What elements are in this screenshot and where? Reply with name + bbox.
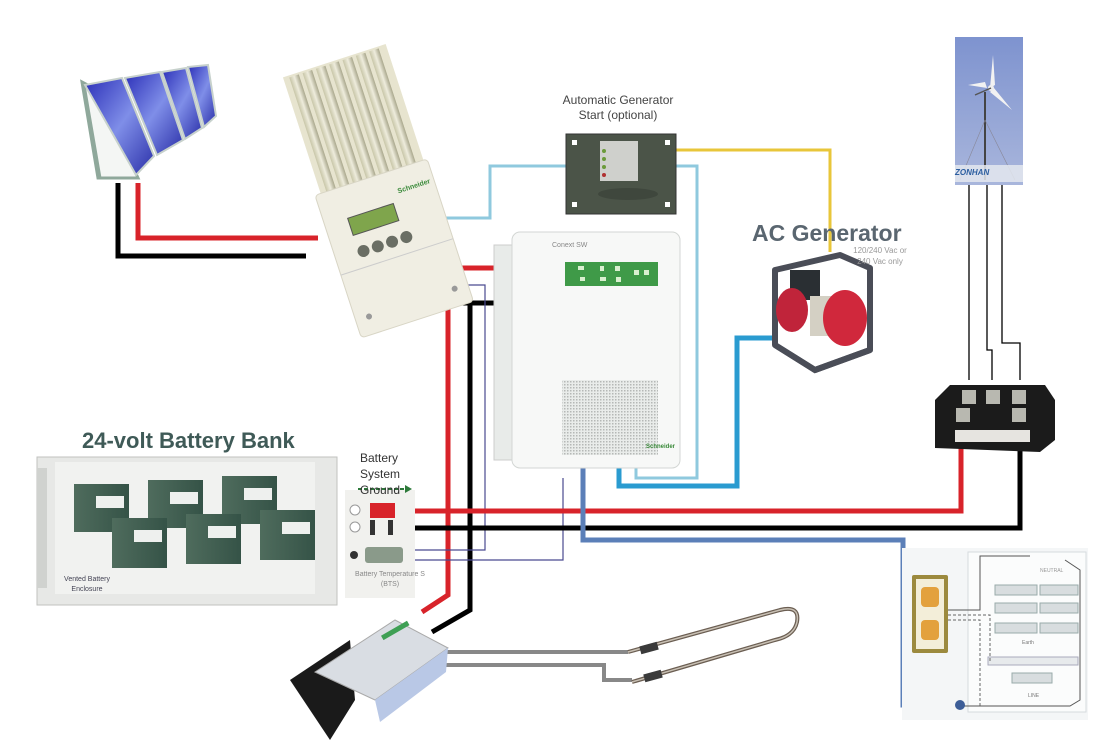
mppt-button-3[interactable] — [384, 234, 399, 249]
earth-label: Earth — [1022, 640, 1034, 646]
wires — [115, 148, 1023, 708]
mppt-charge-controller: Schneider — [282, 44, 473, 338]
wire-diversion-negative — [430, 303, 473, 635]
wire-network-ags-inverter — [634, 164, 699, 480]
ags-title: Automatic Generator Start (optional) — [548, 93, 688, 123]
diversion-controller — [290, 619, 449, 740]
solar-panel-2 — [123, 70, 185, 157]
bts-label: Battery Temperature S (BTS) — [350, 570, 430, 590]
ground-label-line1: Battery — [360, 451, 399, 465]
enclosure-label-line1: Vented Battery — [64, 576, 110, 583]
breaker[interactable] — [1039, 584, 1079, 596]
solar-panel-3 — [160, 66, 204, 141]
ac-generator-voltage-note: 120/240 Vac or 240 Vac only — [845, 245, 915, 267]
wire-diversion-positive — [420, 268, 451, 615]
ground-label-line3: Ground — [360, 483, 401, 497]
battery-unit — [112, 518, 167, 568]
ac-generator — [772, 252, 873, 374]
breaker[interactable] — [1039, 622, 1079, 634]
outlet-receptacle[interactable] — [921, 587, 939, 607]
breaker[interactable] — [994, 584, 1038, 596]
bts-label-line2: (BTS) — [380, 581, 400, 588]
solar-panel-1 — [83, 76, 156, 177]
battery-terminal-block — [345, 485, 415, 598]
svg-text:Schneider: Schneider — [646, 444, 676, 450]
ground-label-line2: System — [360, 467, 401, 481]
wire-wind-3 — [1001, 180, 1021, 380]
battery-system-ground-label: Battery System Ground — [360, 450, 400, 498]
voltage-note-line2: 240 Vac only — [857, 257, 903, 266]
breaker[interactable] — [994, 602, 1038, 614]
bts-sensor — [350, 551, 358, 559]
ags-title-line1: Automatic Generator — [562, 93, 674, 107]
solar-panel-4 — [186, 63, 218, 129]
wire-dump-load-2 — [444, 663, 632, 682]
wire-battery-negative — [396, 443, 1023, 531]
automatic-generator-start-panel — [565, 133, 677, 215]
bts-label-line1: Battery Temperature S — [355, 571, 425, 578]
vented-enclosure-label: Vented Battery Enclosure — [52, 575, 122, 595]
inverter-model-label: Conext SW — [552, 242, 588, 249]
breaker[interactable] — [1039, 602, 1079, 614]
wire-solar-positive — [135, 183, 318, 241]
line-label: LINE — [1028, 693, 1040, 699]
mppt-button-1[interactable] — [356, 243, 371, 258]
breaker[interactable] — [994, 622, 1038, 634]
wire-solar-negative — [115, 183, 306, 259]
wire-network-mppt-ags — [436, 164, 566, 220]
enclosure-label-line2: Enclosure — [71, 586, 103, 593]
wire-bts-sense-2 — [405, 478, 564, 561]
outlet-receptacle[interactable] — [921, 620, 939, 640]
battery-unit — [260, 510, 315, 560]
wind-turbine-brand: ZONHAN — [955, 168, 990, 177]
ac-load-panel — [902, 548, 1088, 720]
heating-element — [627, 606, 800, 684]
wire-generator-ac — [616, 335, 773, 489]
battery-bank-title: 24-volt Battery Bank — [82, 428, 295, 453]
wire-wind-2 — [986, 180, 993, 380]
breaker[interactable] — [1011, 672, 1053, 684]
wind-turbine — [955, 37, 1023, 185]
mppt-lcd-screen — [347, 202, 400, 237]
battery-unit — [186, 514, 241, 564]
solar-array — [80, 63, 218, 180]
inverter-charger: Schneider — [493, 231, 681, 469]
bridge-rectifier — [935, 385, 1055, 452]
wire-ags-generator — [676, 148, 832, 252]
ac-generator-title: AC Generator — [752, 220, 902, 246]
voltage-note-line1: 120/240 Vac or — [853, 246, 907, 255]
mppt-button-4[interactable] — [399, 230, 414, 245]
neutral-bar-label: NEUTRAL — [1040, 568, 1064, 574]
inverter-vent-grille — [562, 380, 658, 455]
mppt-button-2[interactable] — [370, 239, 385, 254]
ac-feed-junction — [955, 700, 965, 710]
ags-title-line2: Start (optional) — [578, 108, 658, 122]
battery-bank — [36, 456, 338, 606]
